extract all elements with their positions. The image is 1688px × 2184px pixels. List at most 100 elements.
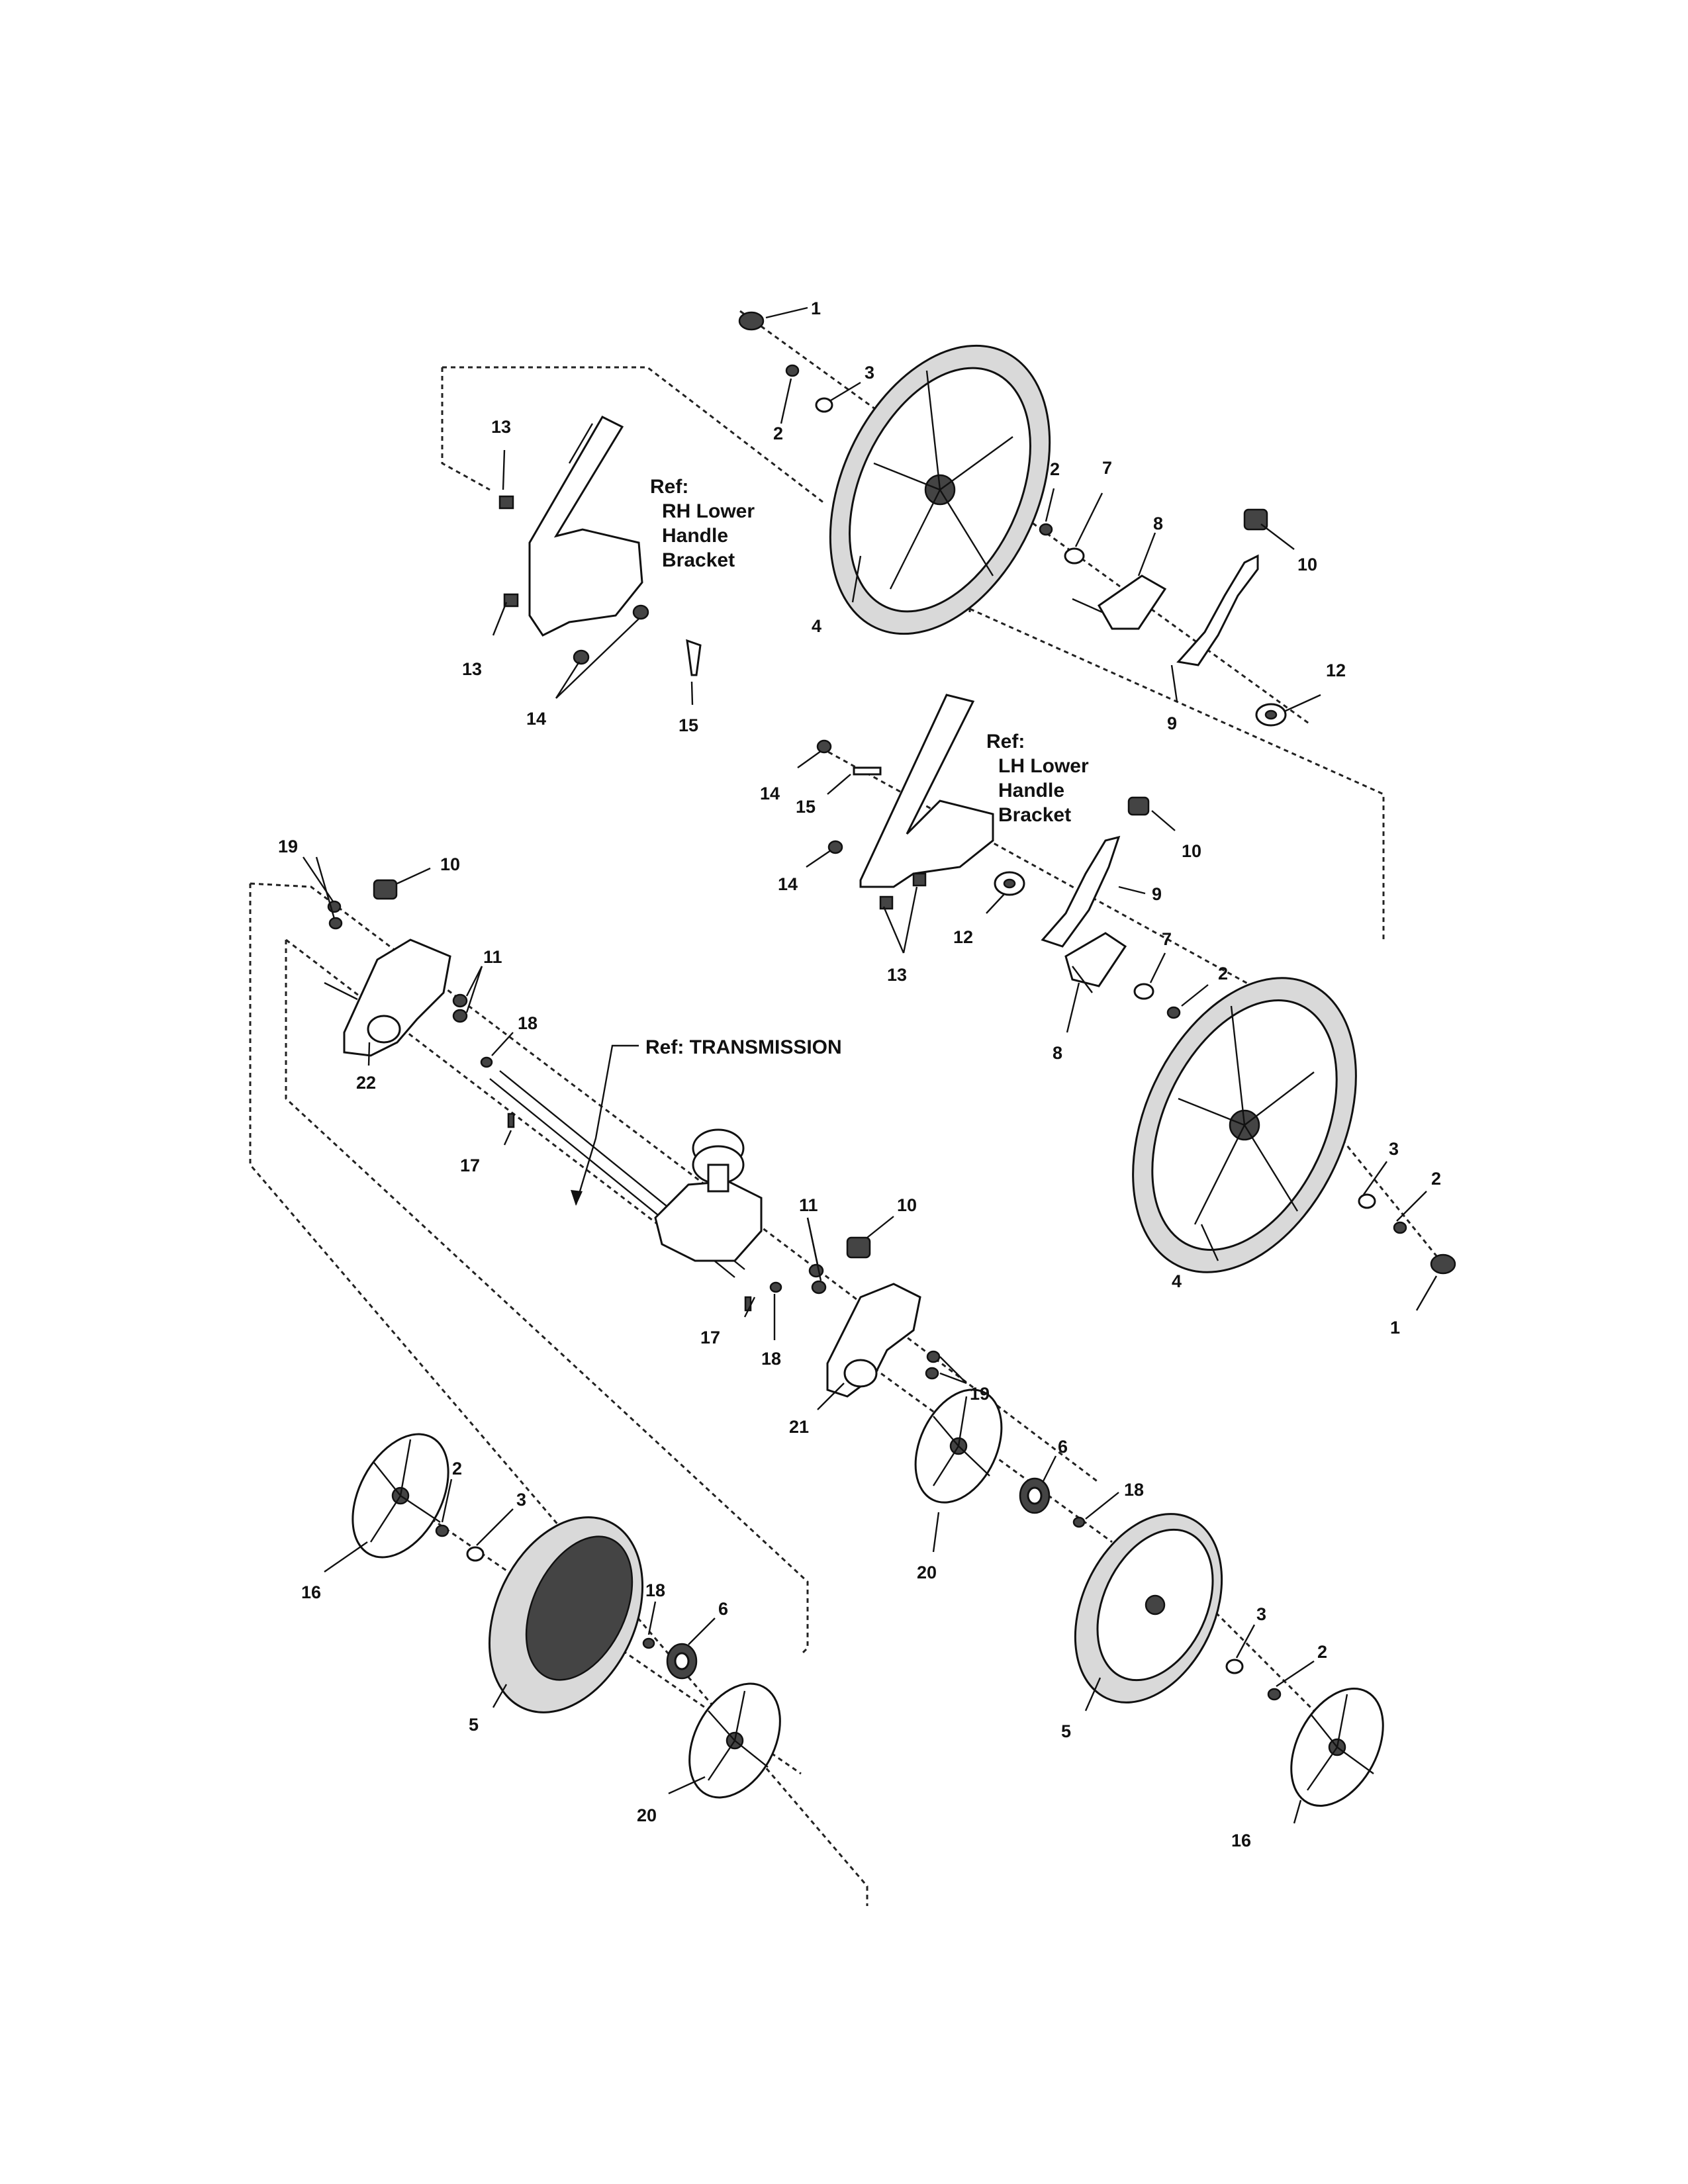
callout-22: 22 bbox=[356, 1073, 376, 1093]
callout-numbers: 1 2 3 2 7 8 10 12 9 4 13 13 14 15 14 15 … bbox=[278, 298, 1441, 1850]
part-knob-10-b bbox=[1127, 796, 1150, 816]
svg-text:LH Lower: LH Lower bbox=[998, 755, 1089, 777]
part-nut-2-f bbox=[1267, 1688, 1282, 1701]
callout-2: 2 bbox=[1218, 964, 1228, 983]
part-screw-19-b bbox=[925, 1350, 941, 1380]
callout-10: 10 bbox=[440, 854, 460, 874]
part-ring-18-b bbox=[769, 1281, 782, 1293]
svg-text:Handle: Handle bbox=[998, 780, 1064, 801]
part-gear-6-b bbox=[666, 1643, 698, 1680]
part-bushing-12-b bbox=[994, 871, 1025, 896]
callout-10: 10 bbox=[897, 1195, 917, 1215]
lh-bracket-reference-label: Ref: LH Lower Handle Bracket bbox=[986, 731, 1089, 826]
callout-14: 14 bbox=[760, 784, 780, 803]
part-rear-wheel-4-top bbox=[829, 344, 1051, 635]
part-nut-11-b bbox=[808, 1263, 827, 1295]
callout-11: 11 bbox=[483, 947, 502, 967]
callout-1: 1 bbox=[811, 298, 821, 318]
callout-9: 9 bbox=[1167, 713, 1177, 733]
part-transmission bbox=[654, 1128, 763, 1262]
callout-9: 9 bbox=[1152, 884, 1162, 904]
callout-5: 5 bbox=[469, 1715, 479, 1735]
callout-2: 2 bbox=[1431, 1169, 1441, 1189]
callout-3: 3 bbox=[1256, 1604, 1266, 1624]
callout-19: 19 bbox=[970, 1384, 990, 1404]
part-hub-cap-20-a bbox=[914, 1388, 1003, 1504]
callout-12: 12 bbox=[1326, 660, 1346, 680]
part-nut-14-b bbox=[816, 739, 832, 754]
part-nut-2-d bbox=[1393, 1221, 1407, 1234]
part-pivot-plate-8-a bbox=[1072, 574, 1167, 630]
callout-7: 7 bbox=[1102, 458, 1112, 478]
part-lh-lower-handle-bracket bbox=[859, 694, 994, 888]
leader-lines bbox=[303, 306, 1438, 1824]
callout-20: 20 bbox=[637, 1805, 657, 1825]
part-bolt-13-a bbox=[498, 495, 514, 510]
part-axle-bracket-21 bbox=[826, 1283, 921, 1398]
svg-text:Ref: TRANSMISSION: Ref: TRANSMISSION bbox=[645, 1036, 842, 1058]
part-bolt-15-b bbox=[853, 766, 882, 776]
part-ring-18-c bbox=[1072, 1516, 1086, 1528]
callout-19: 19 bbox=[278, 837, 298, 856]
svg-text:Bracket: Bracket bbox=[662, 549, 735, 571]
part-cap-1-top bbox=[738, 311, 765, 331]
part-hubcap-16-left bbox=[352, 1433, 449, 1559]
part-bushing-12-a bbox=[1255, 703, 1287, 727]
callout-20: 20 bbox=[917, 1563, 937, 1582]
transmission-reference-label: Ref: TRANSMISSION bbox=[645, 1036, 842, 1058]
part-washer-3-c bbox=[1225, 1659, 1244, 1674]
callout-15: 15 bbox=[796, 797, 816, 817]
part-gear-6-a bbox=[1019, 1477, 1051, 1514]
callout-21: 21 bbox=[789, 1417, 809, 1437]
callout-14: 14 bbox=[526, 709, 546, 729]
part-lever-9-b bbox=[1041, 835, 1121, 948]
part-hubcap-16-right bbox=[1290, 1688, 1384, 1807]
callout-11: 11 bbox=[799, 1195, 818, 1215]
callout-2: 2 bbox=[1050, 459, 1060, 479]
part-axle-bracket-22 bbox=[324, 938, 451, 1057]
part-front-wheel-5-left bbox=[488, 1516, 644, 1713]
callout-17: 17 bbox=[460, 1156, 480, 1175]
callout-13: 13 bbox=[887, 965, 907, 985]
part-nut-2-top bbox=[785, 364, 800, 377]
part-ring-18-d bbox=[642, 1637, 655, 1649]
part-bolt-13-c bbox=[879, 872, 927, 910]
part-pivot-plate-8-b bbox=[1064, 932, 1127, 993]
part-rh-lower-handle-bracket bbox=[528, 416, 643, 637]
callout-14: 14 bbox=[778, 874, 798, 894]
callout-4: 4 bbox=[812, 616, 821, 636]
part-key-17-a bbox=[507, 1113, 515, 1128]
callout-12: 12 bbox=[953, 927, 973, 947]
callout-16: 16 bbox=[1231, 1831, 1251, 1850]
callout-13: 13 bbox=[462, 659, 482, 679]
rh-bracket-reference-label: Ref: RH Lower Handle Bracket bbox=[650, 476, 755, 571]
callout-5: 5 bbox=[1061, 1721, 1071, 1741]
svg-text:Bracket: Bracket bbox=[998, 804, 1071, 826]
part-nut-14-c bbox=[827, 840, 843, 854]
svg-text:Ref:: Ref: bbox=[986, 731, 1025, 752]
callout-3: 3 bbox=[865, 363, 874, 383]
part-cap-1-bottom bbox=[1430, 1253, 1456, 1275]
callout-15: 15 bbox=[679, 715, 698, 735]
part-washer-3-top bbox=[815, 397, 833, 413]
part-nut-2-c bbox=[1166, 1006, 1181, 1019]
callout-10: 10 bbox=[1297, 555, 1317, 574]
part-rear-wheel-4-bottom bbox=[1132, 977, 1357, 1273]
callout-1: 1 bbox=[1390, 1318, 1400, 1338]
part-hub-cap-20-b bbox=[688, 1682, 781, 1799]
callout-3: 3 bbox=[516, 1490, 526, 1510]
part-knob-10-c bbox=[373, 879, 398, 900]
callout-3: 3 bbox=[1389, 1139, 1399, 1159]
part-lever-9-a bbox=[1176, 554, 1259, 666]
callout-16: 16 bbox=[301, 1582, 321, 1602]
part-bolt-13-b bbox=[503, 593, 519, 608]
part-ring-18-a bbox=[480, 1056, 493, 1068]
callout-2: 2 bbox=[452, 1459, 462, 1479]
callout-18: 18 bbox=[645, 1580, 665, 1600]
callout-18: 18 bbox=[518, 1013, 538, 1033]
part-knob-10-d bbox=[846, 1236, 871, 1259]
part-washer-3-d bbox=[466, 1546, 485, 1562]
callout-18: 18 bbox=[1124, 1480, 1144, 1500]
part-washer-7-a bbox=[1064, 547, 1085, 565]
callout-13: 13 bbox=[491, 417, 511, 437]
